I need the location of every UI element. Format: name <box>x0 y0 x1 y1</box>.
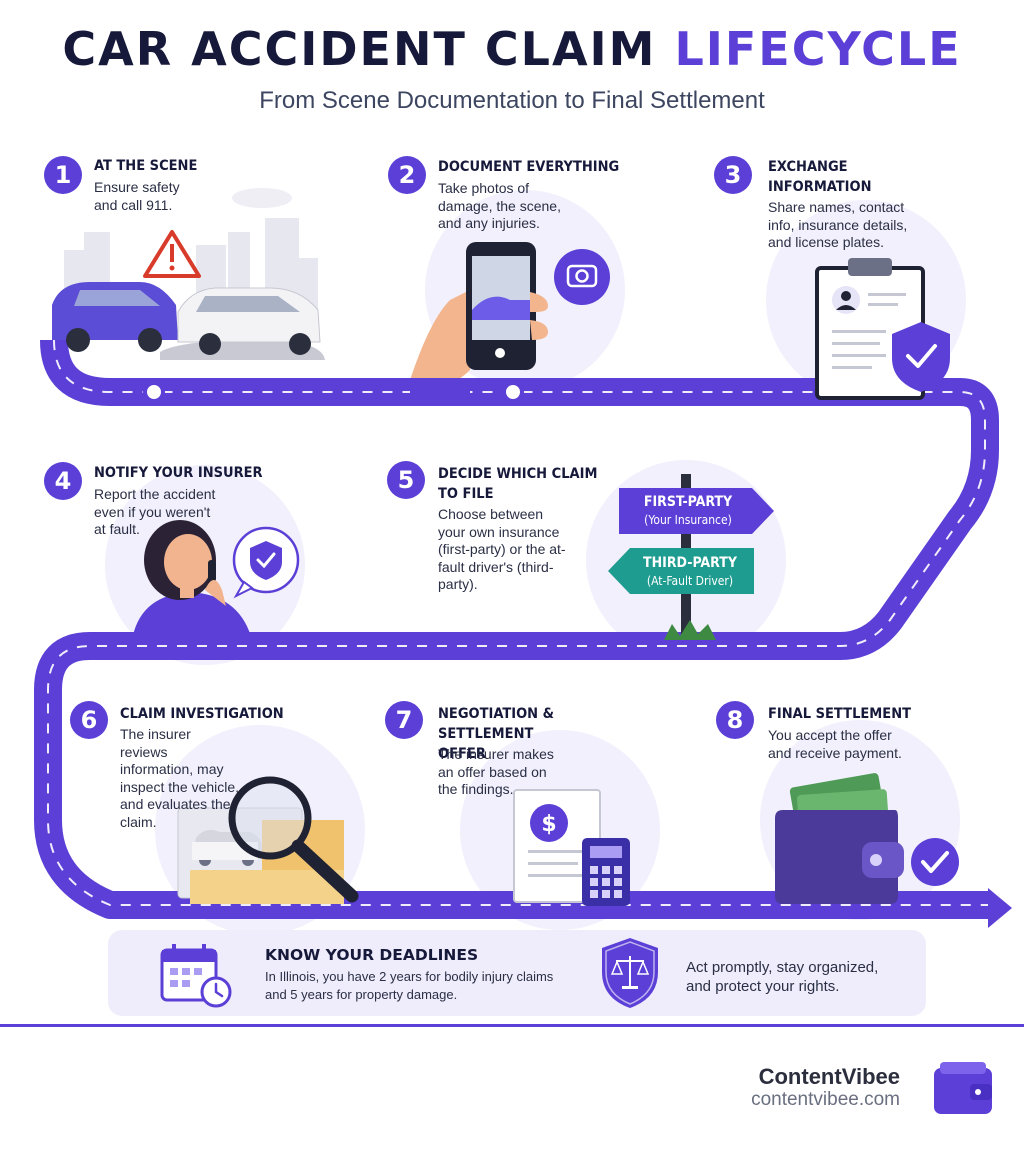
deadlines-title: KNOW YOUR DEADLINES <box>265 946 479 964</box>
footer-divider <box>0 1024 1024 1027</box>
step-6-description: The insurer reviews information, may ins… <box>120 726 240 830</box>
road-arrow-icon <box>988 888 1012 928</box>
page-title: CAR ACCIDENT CLAIM LIFECYCLE <box>62 22 962 76</box>
step-8-title: FINAL SETTLEMENT <box>768 706 912 722</box>
step-6-badge: 6 <box>70 701 108 739</box>
svg-text:$: $ <box>541 812 556 837</box>
step-4-description: Report the accident even if you weren't … <box>94 486 216 537</box>
step-2-description: Take photos of damage, the scene, and an… <box>438 180 561 231</box>
brand-url: contentvibee.com <box>751 1089 900 1110</box>
page-subtitle: From Scene Documentation to Final Settle… <box>259 87 765 114</box>
warning-icon <box>143 230 201 278</box>
scales-shield-icon <box>602 938 658 1008</box>
shield-check-icon <box>892 322 950 392</box>
chat-shield-icon <box>232 526 300 599</box>
sign-third-party: THIRD-PARTY <box>643 555 737 571</box>
wallet-icon <box>775 773 904 904</box>
step-5-title: DECIDE WHICH CLAIM TO FILE <box>438 466 598 502</box>
step-6-title: CLAIM INVESTIGATION <box>120 706 284 722</box>
step-4-title: NOTIFY YOUR INSURER <box>94 465 263 481</box>
check-icon <box>911 838 959 886</box>
step-5-description: Choose between your own insurance (first… <box>438 506 566 592</box>
step-2-badge: 2 <box>388 156 426 194</box>
sign-first-party-sub: (Your Insurance) <box>644 513 732 527</box>
step-1-title: AT THE SCENE <box>94 158 198 174</box>
deadlines-advice-1: Act promptly, stay organized, <box>686 959 879 976</box>
camera-icon <box>554 249 610 305</box>
deadlines-text-1: In Illinois, you have 2 years for bodily… <box>265 969 554 984</box>
step-7-title: NEGOTIATION & SETTLEMENT OFFER <box>438 706 555 762</box>
deadlines-advice-2: and protect your rights. <box>686 978 840 995</box>
step-3-description: Share names, contact info, insurance det… <box>768 199 908 250</box>
step-3-title: EXCHANGE INFORMATION <box>768 159 872 195</box>
dollar-icon: $ <box>530 804 568 842</box>
magnifier-icon <box>228 776 359 903</box>
step-7-description: The insurer makes an offer based on the … <box>438 746 554 797</box>
calculator-icon <box>582 838 630 906</box>
step-2-title: DOCUMENT EVERYTHING <box>438 159 620 175</box>
brand-logo-icon <box>934 1062 992 1114</box>
phone-photo-icon <box>410 242 548 394</box>
brand-name: ContentVibee <box>758 1064 900 1089</box>
calendar-clock-icon <box>160 944 232 1008</box>
step-3-badge: 3 <box>714 156 752 194</box>
sign-third-party-sub: (At-Fault Driver) <box>646 574 734 588</box>
sign-first-party: FIRST-PARTY <box>643 494 733 510</box>
step-4-badge: 4 <box>44 462 82 500</box>
step-8-badge: 8 <box>716 701 754 739</box>
step-8-description: You accept the offer and receive payment… <box>768 727 902 761</box>
step-1-badge: 1 <box>44 156 82 194</box>
crashed-cars-icon <box>52 282 325 360</box>
step-1-description: Ensure safety and call 911. <box>94 179 180 213</box>
deadlines-text-2: and 5 years for property damage. <box>265 987 458 1002</box>
step-7-badge: 7 <box>385 701 423 739</box>
deadlines-panel <box>108 930 926 1016</box>
person-calling-icon <box>132 520 252 640</box>
step-5-badge: 5 <box>387 461 425 499</box>
signpost-icon <box>608 474 774 640</box>
